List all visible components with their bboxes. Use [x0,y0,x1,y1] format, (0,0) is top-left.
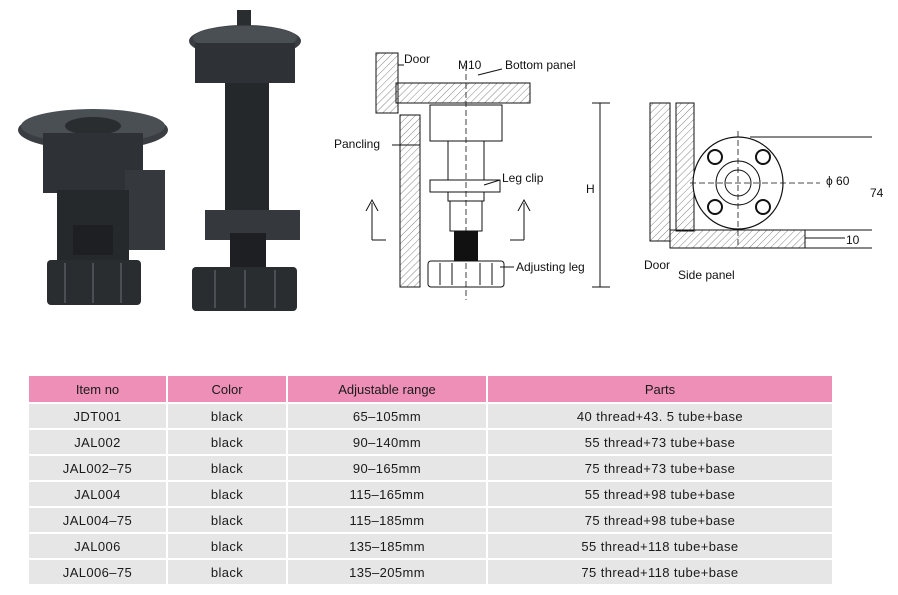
door-panel-top [649,102,671,242]
cell-item-no: JAL002–75 [29,455,168,482]
spec-table: Item no Color Adjustable range Parts JDT… [29,376,832,586]
cell-range: 65–105mm [287,403,488,430]
cell-parts: 75 thread+98 tube+base [487,507,832,534]
cell-item-no: JDT001 [29,403,168,430]
cell-color: black [167,455,288,482]
door-label-top: Door [644,258,670,272]
table-row: JAL002–75 black 90–165mm 75 thread+73 tu… [29,455,832,482]
leg-clip [429,179,501,193]
cell-parts: 55 thread+118 tube+base [487,533,832,560]
table-row: JAL006 black 135–185mm 55 thread+118 tub… [29,533,832,560]
cell-parts: 40 thread+43. 5 tube+base [487,403,832,430]
bottom-panel [395,82,531,104]
header-item-no: Item no [29,376,168,404]
cell-range: 135–205mm [287,559,488,586]
adjusting-leg-label: Adjusting leg [516,260,585,274]
side-panel-label: Side panel [678,268,735,282]
table-row: JAL004–75 black 115–185mm 75 thread+98 t… [29,507,832,534]
header-parts: Parts [487,376,832,404]
leg-clip-label: Leg clip [502,171,544,185]
width-74-label: 74 [870,186,884,200]
door-label: Door [404,52,430,66]
cell-parts: 55 thread+98 tube+base [487,481,832,508]
installation-top-diagram: ϕ 60 74 10 Door Side panel [644,102,884,282]
header-adjustable-range: Adjustable range [287,376,488,404]
table-row: JAL002 black 90–140mm 55 thread+73 tube+… [29,429,832,456]
cell-item-no: JAL002 [29,429,168,456]
table-row: JAL004 black 115–165mm 55 thread+98 tube… [29,481,832,508]
cell-range: 115–185mm [287,507,488,534]
cell-range: 135–185mm [287,533,488,560]
cell-color: black [167,429,288,456]
cell-range: 90–140mm [287,429,488,456]
tall-leg-image [189,10,301,311]
cell-item-no: JAL006 [29,533,168,560]
product-photo [18,10,301,311]
cell-range: 115–165mm [287,481,488,508]
depth-10-label: 10 [846,233,860,247]
cell-color: black [167,481,288,508]
m10-label: M10 [458,58,482,72]
cell-parts: 55 thread+73 tube+base [487,429,832,456]
cell-parts: 75 thread+73 tube+base [487,455,832,482]
pancling-label: Pancling [334,137,380,151]
cell-item-no: JAL004 [29,481,168,508]
short-leg-image [18,109,168,305]
side-panel [675,102,695,232]
bottom-panel-label: Bottom panel [505,58,576,72]
installation-side-diagram: Door M10 Bottom panel Pancling Leg clip … [334,52,610,300]
cell-range: 90–165mm [287,455,488,482]
door-panel [375,52,399,114]
header-color: Color [167,376,288,404]
cell-item-no: JAL004–75 [29,507,168,534]
cell-parts: 75 thread+118 tube+base [487,559,832,586]
cell-color: black [167,507,288,534]
table-row: JDT001 black 65–105mm 40 thread+43. 5 tu… [29,403,832,430]
cell-color: black [167,533,288,560]
cell-color: black [167,559,288,586]
table-row: JAL006–75 black 135–205mm 75 thread+118 … [29,559,832,586]
pancling-panel [399,114,421,288]
cell-color: black [167,403,288,430]
diameter-label: ϕ 60 [826,174,850,188]
cell-item-no: JAL006–75 [29,559,168,586]
table-header-row: Item no Color Adjustable range Parts [29,376,832,404]
height-label: H [586,182,595,196]
